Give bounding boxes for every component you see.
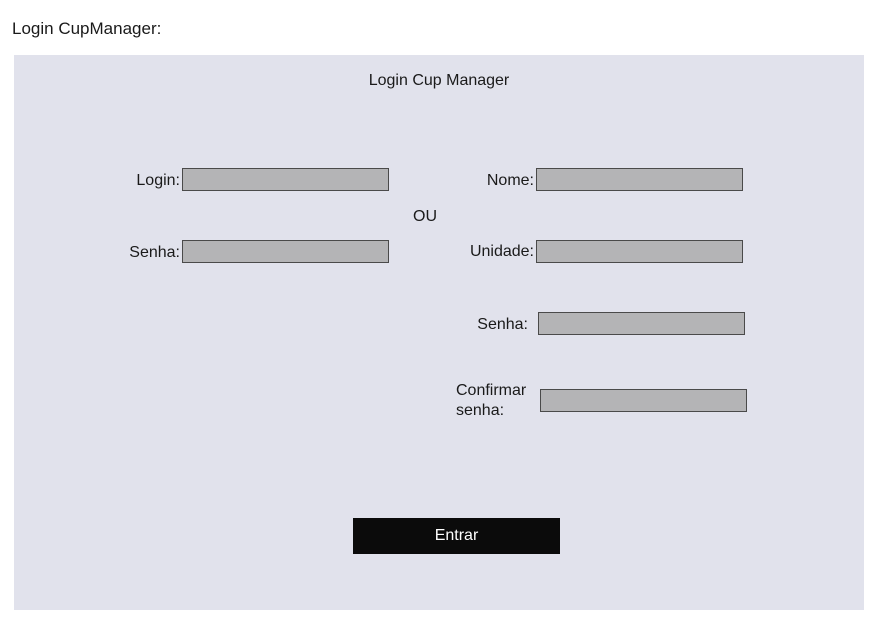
login-password-label: Senha: <box>129 244 180 261</box>
login-input[interactable] <box>182 168 389 191</box>
or-separator: OU <box>413 208 437 225</box>
name-input[interactable] <box>536 168 743 191</box>
confirm-password-label: Confirmar senha: <box>456 381 526 421</box>
panel-title: Login Cup Manager <box>368 72 510 89</box>
login-password-input[interactable] <box>182 240 389 263</box>
unit-input[interactable] <box>536 240 743 263</box>
login-label: Login: <box>136 172 180 189</box>
register-password-input[interactable] <box>538 312 745 335</box>
login-panel: Login Cup Manager Login: Senha: OU Nome:… <box>14 55 864 610</box>
register-password-label: Senha: <box>477 316 528 333</box>
confirm-password-label-line2: senha: <box>456 402 505 419</box>
confirm-password-label-line1: Confirmar <box>456 382 527 399</box>
page-heading: Login CupManager: <box>12 19 162 38</box>
name-label: Nome: <box>486 172 534 189</box>
unit-label: Unidade: <box>469 243 534 260</box>
confirm-password-input[interactable] <box>540 389 747 412</box>
enter-button[interactable]: Entrar <box>353 518 560 554</box>
